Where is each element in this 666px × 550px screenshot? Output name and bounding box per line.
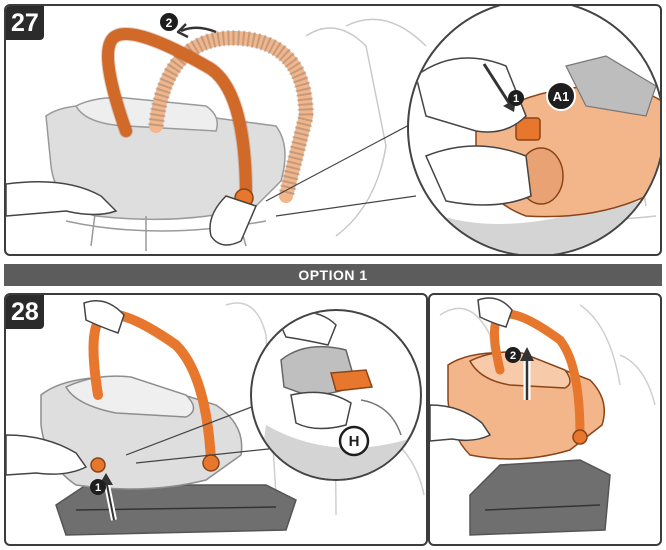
carry-handle	[490, 309, 585, 440]
handle-pivot	[202, 454, 220, 472]
rotation-arrow	[176, 23, 217, 39]
step-27-illustration: 2 1 A1	[6, 6, 660, 254]
step-27-panel: 27 2	[4, 4, 662, 256]
step-number-27: 27	[6, 6, 44, 40]
carry-handle	[102, 28, 252, 202]
zoom-detail-a1	[407, 6, 660, 254]
hand	[6, 300, 125, 476]
isofix-base	[55, 484, 297, 536]
carry-handle	[88, 309, 216, 465]
carry-handle-dotted	[149, 30, 314, 203]
callout-1-label: 1	[513, 93, 519, 105]
callout-2-circle	[160, 13, 178, 31]
step-number-28: 28	[6, 295, 44, 329]
callout-1-circle	[508, 90, 524, 106]
part-h-circle	[338, 425, 370, 457]
callout-2-circle	[505, 347, 521, 363]
vehicle-seat-background	[439, 304, 656, 446]
callout-1-circle	[90, 479, 106, 495]
hand-left	[6, 180, 258, 246]
part-a1-circle	[546, 81, 576, 111]
release-lever	[90, 457, 106, 473]
callout-2-label: 2	[510, 350, 516, 362]
step-28b-panel: 2	[428, 293, 662, 546]
option-1-header: OPTION 1	[4, 264, 662, 286]
isofix-base	[469, 459, 611, 536]
handle-pivot	[572, 429, 588, 445]
part-h-label: H	[349, 433, 360, 450]
step-28-illustration-b: 2	[430, 297, 656, 536]
step-28-panel: 28 1	[4, 293, 428, 546]
hand	[430, 297, 513, 442]
part-a1-label: A1	[553, 89, 570, 104]
callout-1-label: 1	[95, 482, 101, 494]
infant-car-seat	[45, 96, 286, 251]
callout-2-label: 2	[166, 16, 173, 30]
step-28-illustration-a: 1 H	[6, 300, 425, 536]
lift-arrow-2	[520, 347, 534, 400]
zoom-detail-h	[250, 309, 422, 481]
